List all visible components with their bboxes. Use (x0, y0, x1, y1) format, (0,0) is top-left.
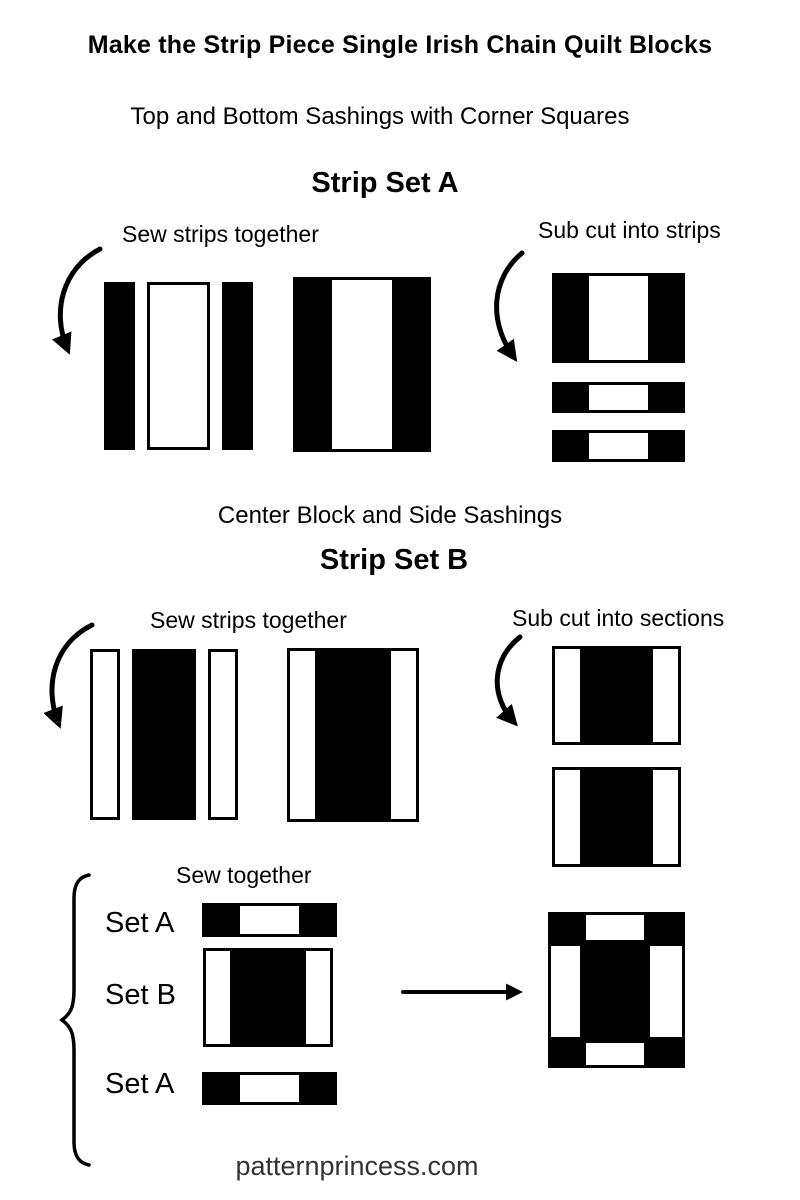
black-fabric-piece (302, 903, 337, 937)
watermark-text: patternprincess.com (235, 1151, 479, 1181)
white-fabric-piece (147, 282, 210, 450)
strip-set-a-subcut-block (552, 273, 685, 363)
label-sew-strips-together-b: Sew strips together (150, 607, 347, 633)
final-block-top-row (548, 912, 685, 943)
label-sub-cut-into-sections: Sub cut into sections (512, 605, 725, 631)
white-fabric-piece (650, 767, 681, 867)
final-block-bottom-row (548, 1040, 685, 1068)
assembly-row-set-a-bottom (202, 1072, 337, 1105)
black-fabric-piece (302, 1072, 337, 1105)
strip-set-a-loose-strips (104, 282, 253, 450)
white-fabric-piece (650, 646, 681, 745)
set-a-label-top: Set A (105, 907, 175, 939)
black-fabric-piece (222, 282, 253, 450)
strip-set-b-loose-strips (90, 649, 238, 820)
curved-arrow-icon (494, 634, 523, 727)
curved-arrow-icon (494, 250, 525, 363)
assembly-row-set-a-top (202, 903, 337, 937)
black-fabric-piece (583, 646, 650, 745)
arrow-right-icon (401, 983, 523, 1001)
label-sub-cut-into-strips: Sub cut into strips (538, 217, 721, 243)
black-fabric-piece (202, 903, 237, 937)
white-fabric-piece (237, 1072, 302, 1105)
strip-set-a-subcut-strip (552, 382, 685, 413)
black-fabric-piece (583, 767, 650, 867)
left-curly-brace-icon (59, 873, 91, 1167)
white-fabric-piece (329, 277, 395, 452)
white-fabric-piece (552, 767, 583, 867)
black-fabric-piece (395, 277, 431, 452)
black-fabric-piece (548, 912, 583, 943)
strip-set-a-heading: Strip Set A (311, 167, 459, 199)
white-fabric-piece (586, 273, 651, 363)
strip-set-b-sewn-set (287, 648, 419, 822)
strip-set-a-sewn-set (293, 277, 431, 452)
black-fabric-piece (293, 277, 329, 452)
label-sew-together: Sew together (176, 862, 312, 888)
black-fabric-piece (651, 382, 685, 413)
section-a-subtitle: Top and Bottom Sashings with Corner Squa… (130, 103, 630, 130)
white-fabric-piece (583, 912, 647, 943)
white-fabric-piece (208, 649, 238, 820)
white-fabric-piece (303, 948, 333, 1047)
black-fabric-piece (233, 948, 303, 1047)
black-fabric-piece (318, 648, 388, 822)
black-fabric-piece (202, 1072, 237, 1105)
section-b-subtitle: Center Block and Side Sashings (217, 502, 563, 529)
black-fabric-piece (552, 273, 586, 363)
white-fabric-piece (237, 903, 302, 937)
white-fabric-piece (548, 943, 583, 1040)
strip-set-b-subcut-section (552, 767, 681, 867)
curved-arrow-icon (52, 246, 103, 355)
strip-set-b-heading: Strip Set B (319, 544, 469, 576)
curved-arrow-icon (44, 622, 95, 729)
black-fabric-piece (552, 430, 586, 462)
white-fabric-piece (552, 646, 583, 745)
strip-set-b-subcut-section (552, 646, 681, 745)
set-a-label-bottom: Set A (105, 1068, 175, 1100)
black-fabric-piece (132, 649, 196, 820)
black-fabric-piece (583, 943, 647, 1040)
label-sew-strips-together-a: Sew strips together (122, 221, 319, 247)
black-fabric-piece (552, 382, 586, 413)
white-fabric-piece (203, 948, 233, 1047)
white-fabric-piece (388, 648, 419, 822)
white-fabric-piece (583, 1040, 647, 1068)
black-fabric-piece (651, 430, 685, 462)
black-fabric-piece (104, 282, 135, 450)
white-fabric-piece (647, 943, 685, 1040)
white-fabric-piece (287, 648, 318, 822)
assembly-row-set-b (203, 948, 333, 1047)
strip-set-a-subcut-strip (552, 430, 685, 462)
final-block-middle-row (548, 943, 685, 1040)
set-b-label: Set B (105, 979, 176, 1011)
white-fabric-piece (90, 649, 120, 820)
black-fabric-piece (651, 273, 685, 363)
final-irish-chain-block (548, 912, 685, 1068)
white-fabric-piece (586, 382, 651, 413)
page-title: Make the Strip Piece Single Irish Chain … (87, 31, 713, 59)
black-fabric-piece (647, 912, 685, 943)
black-fabric-piece (548, 1040, 583, 1068)
white-fabric-piece (586, 430, 651, 462)
black-fabric-piece (647, 1040, 685, 1068)
